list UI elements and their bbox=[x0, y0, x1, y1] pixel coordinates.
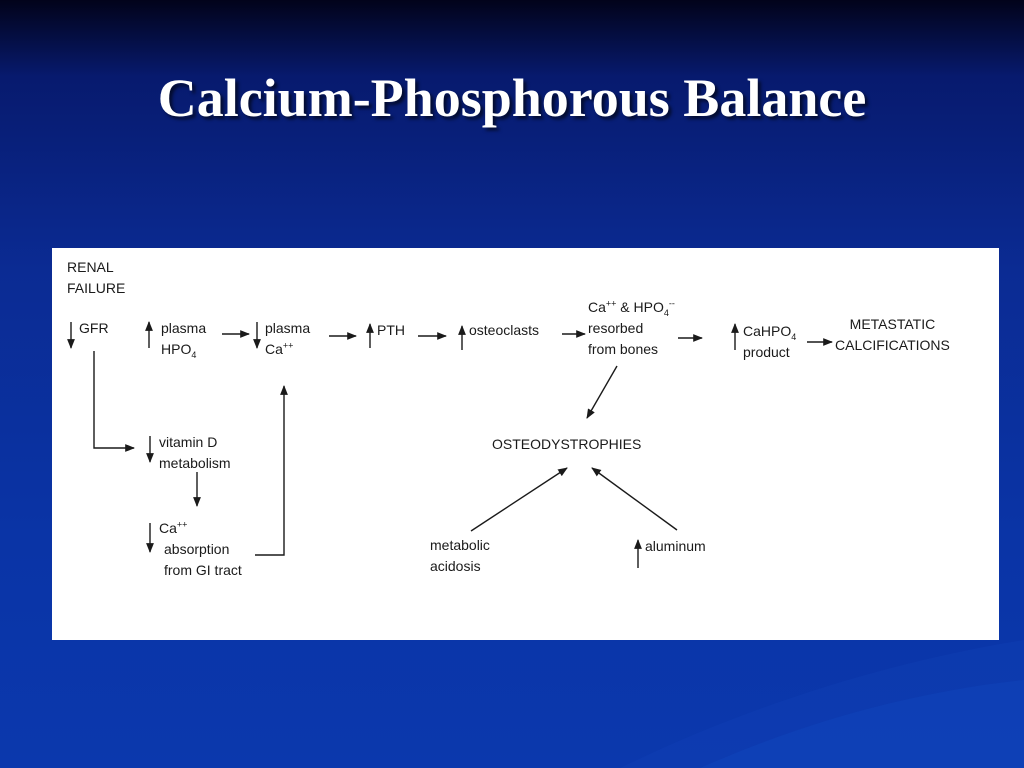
cahpo4-subscript: 4 bbox=[791, 331, 797, 342]
node-vitamin-d: vitamin D metabolism bbox=[159, 432, 231, 474]
node-metastatic-calcifications: METASTATIC CALCIFICATIONS bbox=[835, 314, 950, 356]
slide-title: Calcium-Phosphorous Balance bbox=[157, 68, 867, 128]
resorbed-ca-superscript: ++ bbox=[605, 298, 617, 309]
absorption-ca-superscript: ++ bbox=[176, 519, 188, 530]
from-bones-label: from bones bbox=[588, 341, 659, 357]
arrow-absorption-to-plasma-ca bbox=[255, 385, 288, 556]
node-osteoclasts: osteoclasts bbox=[469, 320, 539, 341]
diagram-arrows bbox=[67, 321, 833, 568]
node-gfr: GFR bbox=[79, 318, 109, 339]
resorbed-ca: Ca bbox=[588, 299, 606, 315]
metabolic-label: metabolic bbox=[430, 537, 490, 553]
plasma-hpo4-line2: HPO bbox=[161, 341, 192, 357]
osteoclasts-label: osteoclasts bbox=[469, 322, 540, 338]
product-label: product bbox=[743, 344, 790, 360]
diagram-panel: RENAL FAILURE GFR plasma HPO4 plasma Ca+… bbox=[52, 248, 999, 640]
node-aluminum: aluminum bbox=[645, 536, 706, 557]
metastatic-label: METASTATIC bbox=[849, 316, 936, 332]
osteodystrophies-label: OSTEODYSTROPHIES bbox=[492, 436, 642, 452]
node-metabolic-acidosis: metabolic acidosis bbox=[430, 535, 490, 577]
node-cahpo4-product: CaHPO4 product bbox=[743, 321, 796, 363]
node-plasma-hpo4: plasma HPO4 bbox=[161, 318, 206, 360]
arrow-gfr-to-vitamin-d bbox=[93, 351, 135, 452]
gi-tract-label: from GI tract bbox=[164, 562, 242, 578]
pth-label: PTH bbox=[377, 322, 405, 338]
failure-label: FAILURE bbox=[67, 280, 126, 296]
aluminum-label: aluminum bbox=[645, 538, 706, 554]
hpo4-subscript: 4 bbox=[191, 349, 197, 360]
arrow-aluminum-to-osteodystrophies bbox=[591, 467, 678, 531]
node-renal-failure: RENAL FAILURE bbox=[67, 257, 125, 299]
node-ca-hpo4-resorbed: Ca++ & HPO4-- resorbed from bones bbox=[588, 297, 675, 360]
cahpo4-label: CaHPO bbox=[743, 323, 792, 339]
plasma-ca-line2: Ca bbox=[265, 341, 283, 357]
node-pth: PTH bbox=[377, 320, 405, 341]
resorbed-hpo: & HPO bbox=[616, 299, 664, 315]
plasma-ca-line1: plasma bbox=[265, 320, 311, 336]
node-osteodystrophies: OSTEODYSTROPHIES bbox=[492, 434, 641, 455]
metabolism-label: metabolism bbox=[159, 455, 231, 471]
plasma-hpo4-line1: plasma bbox=[161, 320, 207, 336]
renal-label: RENAL bbox=[67, 259, 114, 275]
calcifications-label: CALCIFICATIONS bbox=[835, 337, 950, 353]
absorption-label: absorption bbox=[164, 541, 230, 557]
resorbed-label: resorbed bbox=[588, 320, 644, 336]
node-plasma-ca: plasma Ca++ bbox=[265, 318, 310, 360]
ca-superscript: ++ bbox=[282, 340, 294, 351]
gfr-label: GFR bbox=[79, 320, 109, 336]
node-ca-absorption: Ca++ absorption from GI tract bbox=[159, 518, 242, 581]
absorption-ca: Ca bbox=[159, 520, 177, 536]
resorbed-hpo-superscript: -- bbox=[668, 298, 675, 309]
acidosis-label: acidosis bbox=[430, 558, 481, 574]
arrow-resorbed-to-osteodystrophies bbox=[586, 365, 618, 419]
arrow-acidosis-to-osteodystrophies bbox=[470, 467, 568, 532]
resorbed-hpo-subscript: 4 bbox=[663, 307, 669, 318]
vitamin-d-label: vitamin D bbox=[159, 434, 218, 450]
